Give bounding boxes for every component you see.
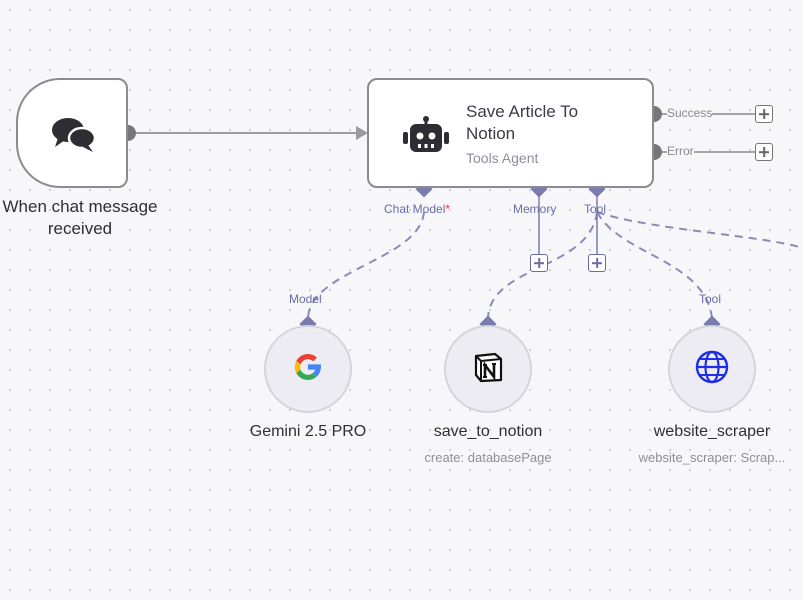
main-connection-arrow: [356, 126, 368, 140]
website-scraper-node[interactable]: [668, 325, 756, 413]
success-output-label: Success: [667, 106, 713, 120]
notion-node-name: save_to_notion: [433, 423, 543, 440]
model-connection[interactable]: [307, 211, 425, 319]
chat-model-port-label-text: Chat Model: [384, 202, 446, 216]
tool-port-label: Tool: [584, 202, 607, 216]
agent-title: Save Article To Notion: [466, 101, 578, 145]
tools-agent-node[interactable]: Save Article To Notion Tools Agent: [367, 78, 654, 188]
notion-icon: [471, 350, 505, 389]
add-tool-button[interactable]: [588, 254, 606, 272]
chat-trigger-name: When chat message received: [0, 196, 170, 240]
globe-icon: [694, 349, 730, 390]
tool-input-label: Tool: [699, 292, 722, 306]
chat-bubbles-icon: [50, 114, 98, 159]
add-error-node-button[interactable]: [755, 143, 773, 161]
google-icon: [291, 350, 325, 389]
add-success-node-button[interactable]: [755, 105, 773, 123]
notion-node-operation: create: databasePage: [424, 450, 552, 465]
tool-connection-notion[interactable]: [487, 211, 598, 319]
agent-title-line2: Notion: [466, 124, 516, 143]
required-asterisk: *: [445, 202, 451, 216]
tool-connection-offscreen[interactable]: [596, 211, 803, 249]
robot-icon: [402, 116, 450, 159]
scraper-node-name: website_scraper: [653, 423, 771, 440]
gemini-model-node[interactable]: [264, 325, 352, 413]
chat-model-port-label: Chat Model*: [384, 202, 450, 216]
notion-tool-node[interactable]: [444, 325, 532, 413]
gemini-node-name: Gemini 2.5 PRO: [249, 423, 367, 440]
memory-port-label: Memory: [513, 202, 557, 216]
model-input-label: Model: [289, 292, 322, 306]
chat-trigger-name-line2: received: [47, 219, 113, 238]
chat-trigger-name-line1: When chat message: [2, 197, 158, 216]
error-output-label: Error: [667, 144, 694, 158]
chat-trigger-node[interactable]: [16, 78, 128, 188]
scraper-node-operation: website_scraper: Scrap...: [638, 450, 786, 465]
add-memory-button[interactable]: [530, 254, 548, 272]
agent-subtitle: Tools Agent: [466, 150, 539, 166]
agent-title-line1: Save Article To: [466, 102, 579, 121]
tool-connection-scraper[interactable]: [596, 211, 713, 319]
